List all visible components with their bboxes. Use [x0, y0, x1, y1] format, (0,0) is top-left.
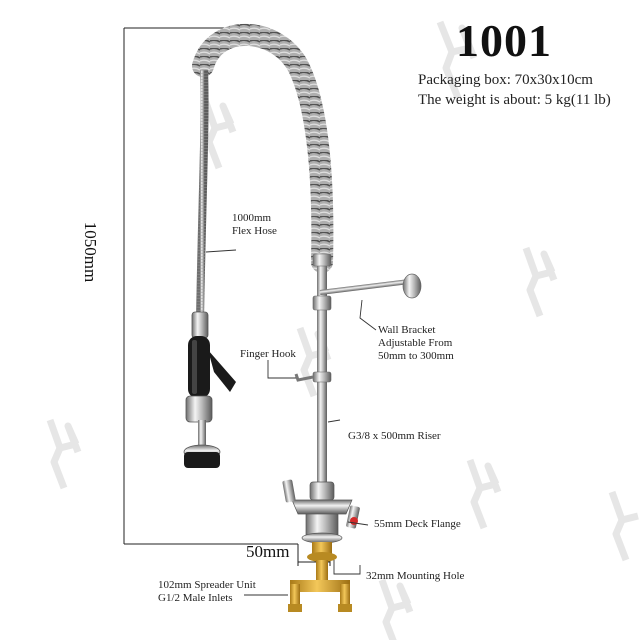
faucet-body — [282, 479, 360, 544]
height-dimension-label: 1050mm — [81, 221, 101, 283]
riser-label: G3/8 x 500mm Riser — [348, 430, 441, 442]
packaging-info: Packaging box: 70x30x10cm — [418, 72, 593, 88]
flex-hose — [196, 69, 209, 321]
mounting-hole-label: 32mm Mounting Hole — [366, 570, 465, 582]
coil-spring — [192, 23, 334, 273]
brass-spreader — [288, 542, 352, 612]
wall-bracket-adjust: Adjustable From — [378, 337, 453, 349]
spacing-dimension-label: 50mm — [246, 542, 290, 561]
wall-bracket-range: 50mm to 300mm — [378, 350, 454, 362]
flex-hose-label: 1000mm Flex Hose — [232, 212, 277, 238]
finger-hook — [294, 371, 332, 383]
model-number: 1001 — [456, 15, 552, 66]
watermark-logo — [608, 490, 639, 562]
flex-hose-name: Flex Hose — [232, 225, 277, 237]
deck-flange-label: 55mm Deck Flange — [374, 518, 461, 530]
watermark-logo — [522, 246, 558, 318]
watermark-group — [46, 20, 639, 640]
spreader-label: 102mm Spreader Unit G1/2 Male Inlets — [158, 579, 256, 605]
watermark-logo — [436, 20, 478, 100]
watermark-logo — [466, 458, 502, 530]
weight-info: The weight is about: 5 kg(11 lb) — [418, 92, 611, 108]
spreader-name: 102mm Spreader Unit — [158, 579, 256, 591]
wall-bracket-name: Wall Bracket — [378, 324, 436, 336]
watermark-logo — [378, 578, 414, 640]
watermark-logo — [46, 418, 82, 490]
label-leaders — [205, 249, 377, 596]
wall-bracket-label: Wall Bracket Adjustable From 50mm to 300… — [378, 324, 454, 363]
finger-hook-label: Finger Hook — [240, 348, 296, 360]
spreader-inlets: G1/2 Male Inlets — [158, 592, 233, 604]
spray-valve — [183, 311, 236, 468]
wall-bracket — [312, 273, 422, 311]
watermark-logo — [201, 98, 237, 170]
flex-hose-length: 1000mm — [232, 212, 272, 224]
